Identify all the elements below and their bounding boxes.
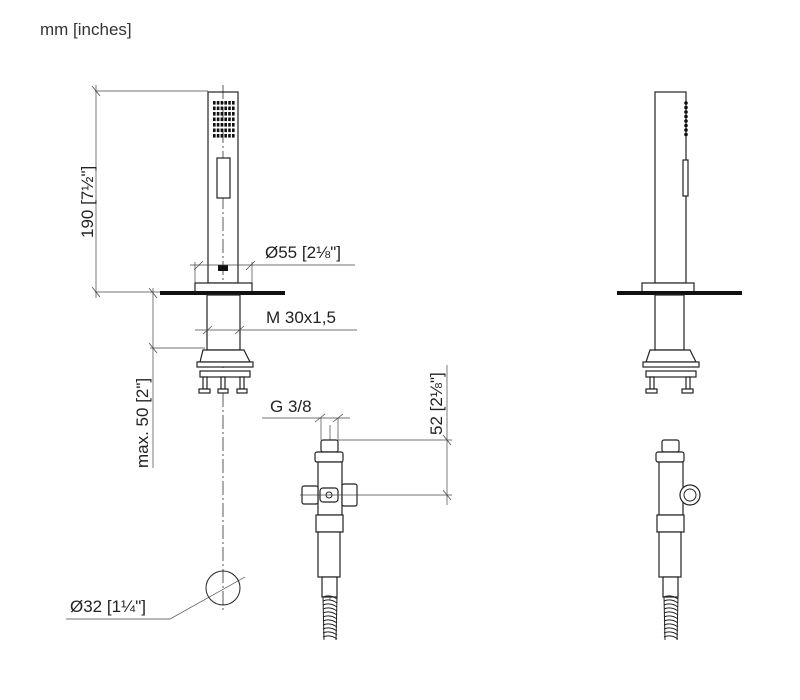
hose-coil <box>663 599 679 604</box>
nozzle-dot <box>213 128 216 133</box>
nozzle-dot <box>220 128 224 133</box>
height-label: 190 [7½"] <box>78 166 97 238</box>
nozzle-dot <box>224 128 227 133</box>
nozzle-dot <box>220 106 224 111</box>
nozzle-dot <box>232 134 235 138</box>
hose-coil <box>663 619 679 624</box>
hose-coil <box>322 635 338 640</box>
nozzle-dot <box>232 123 235 127</box>
hose <box>663 595 679 641</box>
nozzle-dot <box>216 128 220 133</box>
nozzle-dot <box>228 106 231 111</box>
hose-coil <box>322 619 338 624</box>
nozzle-dot <box>220 134 224 138</box>
hose-coil <box>322 627 338 632</box>
hose-coil <box>663 603 679 608</box>
nozzle-dot <box>213 112 216 116</box>
units-label: mm [inches] <box>40 20 132 39</box>
nozzle-dot <box>213 117 216 122</box>
nozzle-dot <box>216 123 220 127</box>
nozzle-dot <box>684 123 688 128</box>
nozzle-dot <box>216 106 220 111</box>
hole-diameter-label: Ø32 [1¼"] <box>70 597 146 616</box>
flange-diameter-label: Ø55 [2⅛"] <box>265 243 341 262</box>
dimension-connection: G 3/8 <box>262 397 350 440</box>
front-view-hand-shower <box>160 85 285 612</box>
hose-coil <box>322 595 338 600</box>
nozzle-dot <box>228 112 231 116</box>
nozzle-dot <box>213 123 216 127</box>
nozzle-dot <box>216 112 220 116</box>
nozzle-dot <box>232 112 235 116</box>
nozzle-dot <box>224 123 227 127</box>
hose-coil <box>322 611 338 616</box>
dimension-valve-height: 52 [2⅛"] <box>300 365 452 505</box>
hose-coil <box>663 607 679 612</box>
hose-coil <box>663 615 679 620</box>
hose-coil <box>322 631 338 636</box>
valve-side <box>655 439 701 641</box>
nozzle-dot <box>224 106 227 111</box>
hose <box>322 595 338 641</box>
hose-coil <box>322 607 338 612</box>
spray-nozzles-side <box>684 101 688 137</box>
nozzle-dot <box>684 114 688 119</box>
nozzle-dot <box>232 117 235 122</box>
nozzle-dot <box>228 101 231 105</box>
nozzle-dot <box>684 110 688 114</box>
nozzle-dot <box>228 123 231 127</box>
nozzle-dot <box>216 117 220 122</box>
nozzle-dot <box>220 101 224 105</box>
nozzle-dot <box>220 112 224 116</box>
thread-label: M 30x1,5 <box>266 308 336 327</box>
connection-label: G 3/8 <box>270 397 312 416</box>
valve-front <box>301 425 358 641</box>
nozzle-dot <box>213 106 216 111</box>
nozzle-dot <box>213 101 216 105</box>
dimension-thread: M 30x1,5 <box>195 308 357 335</box>
hose-coil <box>322 615 338 620</box>
hose-coil <box>322 623 338 628</box>
hose-coil <box>663 623 679 628</box>
nozzle-dot <box>684 105 688 110</box>
nozzle-dot <box>228 117 231 122</box>
nozzle-dot <box>684 132 688 137</box>
side-view-hand-shower <box>617 91 742 394</box>
hose-coil <box>322 599 338 604</box>
nozzle-dot <box>228 128 231 133</box>
dimension-hole-diameter: Ø32 [1¼"] <box>66 576 246 620</box>
nozzle-dot <box>684 128 688 132</box>
hose-coil <box>663 635 679 640</box>
nozzle-dot <box>224 134 227 138</box>
dimension-height: 190 [7½"] <box>78 85 208 298</box>
nozzle-dot <box>220 123 224 127</box>
nozzle-dot <box>216 101 220 105</box>
nozzle-dot <box>220 117 224 122</box>
valve-height-label: 52 [2⅛"] <box>427 372 446 435</box>
hose-coil <box>663 611 679 616</box>
nozzle-dot <box>224 101 227 105</box>
spray-nozzles <box>213 101 235 138</box>
nozzle-dot <box>232 101 235 105</box>
nozzle-dot <box>213 134 216 138</box>
max-depth-label: max. 50 [2"] <box>133 378 152 468</box>
dimension-flange-diameter: Ø55 [2⅛"] <box>190 243 355 283</box>
hose-coil <box>663 627 679 632</box>
nozzle-dot <box>216 134 220 138</box>
hose-coil <box>663 595 679 600</box>
nozzle-dot <box>232 128 235 133</box>
dimension-max-depth: max. 50 [2"] <box>133 287 205 468</box>
nozzle-dot <box>224 112 227 116</box>
hose-coil <box>663 631 679 636</box>
hose-coil <box>322 603 338 608</box>
nozzle-dot <box>684 101 688 105</box>
nozzle-dot <box>228 134 231 138</box>
nozzle-dot <box>224 117 227 122</box>
nozzle-dot <box>232 106 235 111</box>
nozzle-dot <box>684 119 688 123</box>
